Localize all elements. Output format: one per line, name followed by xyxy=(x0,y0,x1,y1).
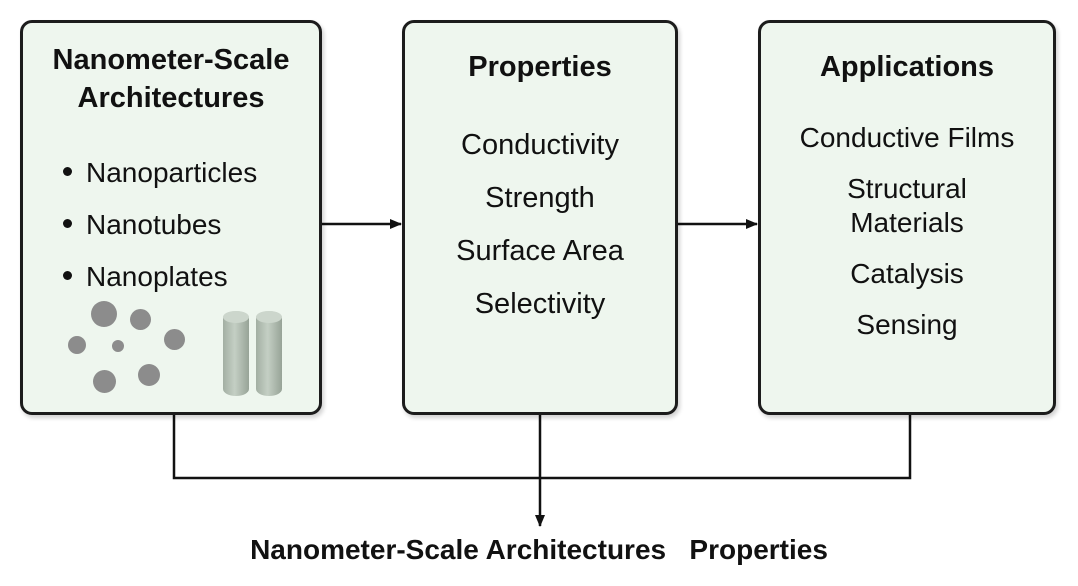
particle xyxy=(138,364,160,386)
architectures-title: Nanometer-Scale Architectures xyxy=(23,41,319,117)
architectures-title-line2: Architectures xyxy=(77,82,265,114)
particle xyxy=(68,336,86,354)
list-item: Surface Area xyxy=(456,235,624,267)
list-item: Catalysis xyxy=(850,258,964,289)
applications-box: Applications Conductive Films Structural… xyxy=(758,20,1056,415)
particle xyxy=(91,301,117,327)
architectures-list: Nanoparticles Nanotubes Nanoplates xyxy=(63,147,257,303)
nanotube xyxy=(256,311,282,396)
bullet-icon xyxy=(63,167,72,177)
architectures-title-line1: Nanometer-Scale xyxy=(52,44,290,76)
list-item-label: Nanoparticles xyxy=(86,157,258,188)
bullet-icon xyxy=(63,219,72,229)
list-item: Selectivity xyxy=(474,288,606,320)
list-item-line1: Structural xyxy=(847,173,967,204)
list-item: Nanoparticles xyxy=(63,147,257,199)
list-item: Nanoplates xyxy=(63,251,257,303)
list-item-label: Nanoplates xyxy=(86,261,228,292)
list-item-label: Nanotubes xyxy=(86,209,222,240)
properties-box: Properties Conductivity Strength Surface… xyxy=(402,20,678,415)
list-item: Conductive Films xyxy=(799,122,1015,153)
list-item: Structural Materials xyxy=(761,172,1053,240)
list-item: Conductivity xyxy=(461,129,619,161)
particle xyxy=(164,329,185,350)
properties-title: Properties xyxy=(468,51,612,83)
list-item: Strength xyxy=(485,182,595,214)
list-item: Nanotubes xyxy=(63,199,257,251)
applications-list: Conductive Films Structural Materials Ca… xyxy=(761,121,1053,359)
particle xyxy=(93,370,116,393)
properties-list: Conductivity Strength Surface Area Selec… xyxy=(405,119,675,331)
nanotube xyxy=(223,311,249,396)
bullet-icon xyxy=(63,271,72,281)
bottom-caption: Nanometer-Scale Architectures Properties xyxy=(250,534,828,565)
particle xyxy=(130,309,151,330)
list-item-line2: Materials xyxy=(850,207,964,238)
feedback-bracket-line xyxy=(172,415,912,480)
architectures-box: Nanometer-Scale Architectures Nanopartic… xyxy=(20,20,322,415)
applications-title: Applications xyxy=(819,51,994,83)
particle xyxy=(112,340,124,352)
list-item: Sensing xyxy=(856,309,958,340)
